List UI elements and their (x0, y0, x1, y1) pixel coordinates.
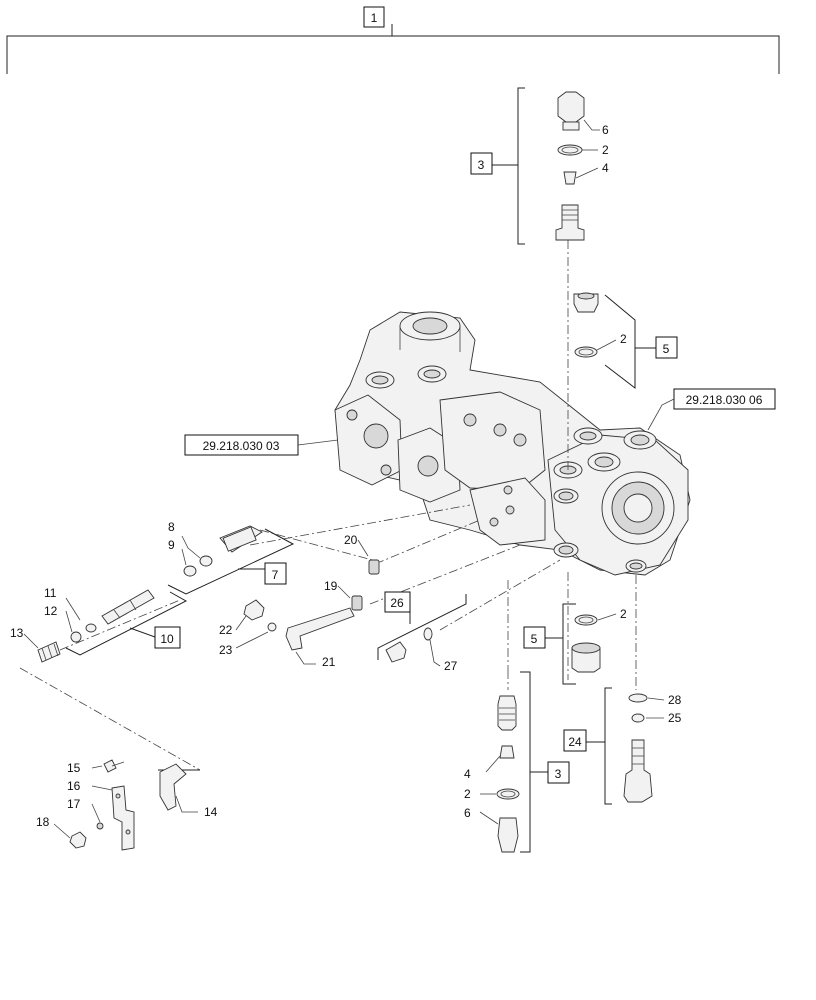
washer-icon (96, 822, 104, 830)
callout-15: 15 (67, 761, 81, 775)
parts-19-21-22-23: 19 22 23 21 (219, 579, 363, 669)
reference-end-housing-label: 29.218.030 06 (686, 393, 763, 407)
assembly-number: 1 (371, 11, 378, 25)
spring-icon (37, 641, 61, 663)
check-valve-icon (563, 171, 577, 185)
part-20: 20 (344, 533, 380, 575)
reference-main-housing[interactable]: 29.218.030 03 (184, 434, 339, 456)
strap-icon (111, 785, 135, 851)
group-10-label: 10 (160, 632, 174, 646)
callout-2-group5-bottom: 2 (620, 607, 627, 621)
callout-18: 18 (36, 815, 50, 829)
o-ring-icon (423, 627, 433, 641)
group-3-top: 3 6 2 4 (470, 87, 609, 245)
fitting-icon (623, 739, 653, 803)
group-26: 26 27 (377, 591, 467, 673)
callout-20: 20 (344, 533, 358, 547)
group-10: 10 11 12 13 (10, 586, 188, 663)
callout-27: 27 (444, 659, 458, 673)
group-3-top-label: 3 (478, 158, 485, 172)
group-3-bottom-label: 3 (555, 767, 562, 781)
group-5-bottom: 5 2 (523, 603, 627, 685)
valve-body-icon (555, 204, 585, 241)
bolt-icon (103, 759, 117, 773)
callout-23: 23 (219, 643, 233, 657)
callout-11: 11 (44, 586, 57, 600)
callout-6-top: 6 (602, 123, 609, 137)
callout-2-top: 2 (602, 143, 609, 157)
o-ring-icon (574, 614, 598, 626)
nut-icon (243, 599, 265, 621)
bracket-assembly: 15 16 17 14 18 (36, 759, 218, 851)
callout-14: 14 (204, 805, 218, 819)
check-valve-icon (499, 745, 515, 759)
reference-main-housing-label: 29.218.030 03 (203, 439, 280, 453)
callout-21: 21 (322, 655, 336, 669)
elbow-pipe-icon (285, 607, 355, 651)
callout-2-bottom: 2 (464, 787, 471, 801)
washer-icon (70, 631, 82, 643)
o-ring-icon (85, 623, 97, 633)
assembly-bracket: 1 (6, 6, 780, 74)
main-housing-drawing (334, 311, 691, 576)
nut-icon (69, 831, 87, 849)
callout-25: 25 (668, 711, 682, 725)
group-26-label: 26 (390, 596, 404, 610)
group-3-bottom: 3 4 2 6 (464, 671, 570, 853)
callout-8: 8 (168, 520, 175, 534)
callout-16: 16 (67, 779, 81, 793)
assembly-axis-lines (19, 240, 637, 771)
callout-28: 28 (668, 693, 682, 707)
o-ring-icon (574, 346, 598, 358)
washer-icon (631, 713, 645, 723)
callout-4-top: 4 (602, 161, 609, 175)
washer-icon (199, 555, 213, 567)
fitting-icon (351, 595, 363, 611)
callout-9: 9 (168, 538, 175, 552)
reference-end-housing[interactable]: 29.218.030 06 (647, 388, 776, 431)
bracket-icon (159, 763, 187, 811)
plug-cap-icon (497, 817, 519, 853)
callout-22: 22 (219, 623, 233, 637)
callout-19: 19 (324, 579, 338, 593)
callout-4-bottom: 4 (464, 767, 471, 781)
o-ring-icon (267, 622, 277, 632)
group-7: 7 8 9 (167, 520, 295, 595)
group-24-label: 24 (568, 735, 582, 749)
callout-17: 17 (67, 797, 81, 811)
o-ring-icon (183, 565, 197, 577)
group-5-top-label: 5 (663, 342, 670, 356)
callout-13: 13 (10, 626, 24, 640)
o-ring-icon (496, 788, 520, 800)
spool-icon (101, 589, 155, 625)
plug-cap-icon (557, 91, 585, 123)
group-7-label: 7 (272, 568, 279, 582)
callout-6-bottom: 6 (464, 806, 471, 820)
valve-body-icon (497, 695, 517, 731)
group-5-top: 2 5 (573, 292, 678, 390)
callout-2-group5-top: 2 (620, 332, 627, 346)
plug-icon (385, 641, 407, 663)
callout-12: 12 (44, 604, 58, 618)
group-24: 24 28 25 (563, 687, 682, 805)
group-5-bottom-label: 5 (531, 632, 538, 646)
o-ring-icon (628, 693, 648, 703)
fitting-icon (368, 559, 380, 575)
